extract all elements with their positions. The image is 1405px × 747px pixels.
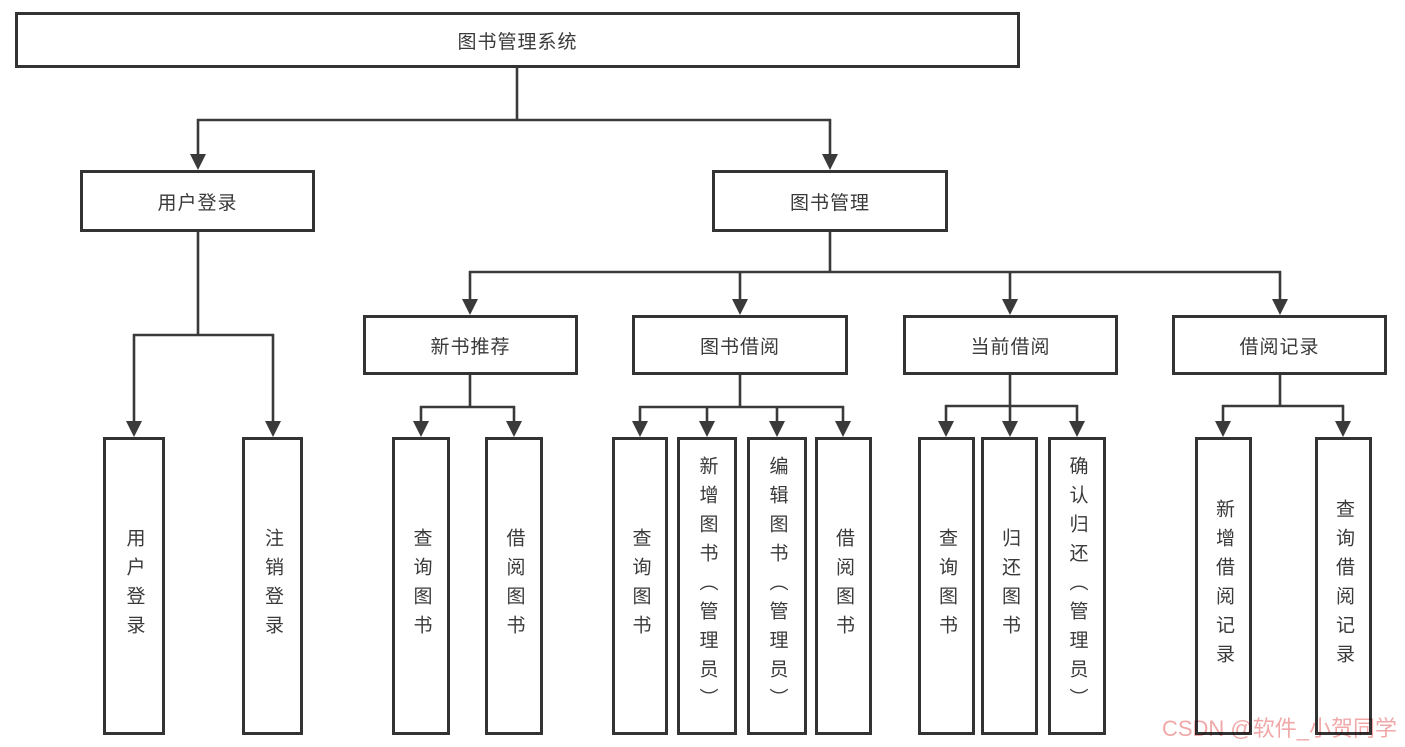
connector-new-book-to-leaves (413, 375, 522, 437)
node-borrow-records: 借阅记录 (1172, 315, 1387, 375)
leaf-borrow-books-1: 借阅图书 (485, 437, 543, 735)
connector-root-to-level2 (190, 68, 838, 170)
connector-user-login-to-leaves (126, 232, 281, 437)
leaf-add-books-admin: 新增图书（管理员） (677, 437, 737, 735)
leaf-logout: 注销登录 (242, 437, 303, 735)
leaf-add-borrow-record: 新增借阅记录 (1195, 437, 1252, 735)
leaf-edit-books-admin: 编辑图书（管理员） (747, 437, 807, 735)
csdn-watermark: CSDN @软件_小贺同学 (1161, 716, 1397, 741)
node-root-library-management-system: 图书管理系统 (15, 12, 1020, 68)
leaf-query-borrow-record: 查询借阅记录 (1315, 437, 1372, 735)
leaf-return-books: 归还图书 (981, 437, 1038, 735)
leaf-borrow-books-2: 借阅图书 (815, 437, 872, 735)
node-book-management: 图书管理 (712, 170, 948, 232)
node-current-borrow: 当前借阅 (903, 315, 1118, 375)
connector-current-borrow-to-leaves (938, 375, 1085, 437)
leaf-query-books-1: 查询图书 (392, 437, 450, 735)
leaf-confirm-return-admin: 确认归还（管理员） (1048, 437, 1106, 735)
node-user-login: 用户登录 (80, 170, 315, 232)
node-new-book-recommend: 新书推荐 (363, 315, 578, 375)
leaf-query-books-2: 查询图书 (612, 437, 668, 735)
connector-borrow-records-to-leaves (1215, 375, 1351, 437)
connector-book-borrow-to-leaves (632, 375, 851, 437)
leaf-user-login: 用户登录 (103, 437, 165, 735)
connector-book-management-to-level3 (462, 232, 1288, 315)
node-book-borrow: 图书借阅 (632, 315, 848, 375)
leaf-query-books-3: 查询图书 (918, 437, 975, 735)
